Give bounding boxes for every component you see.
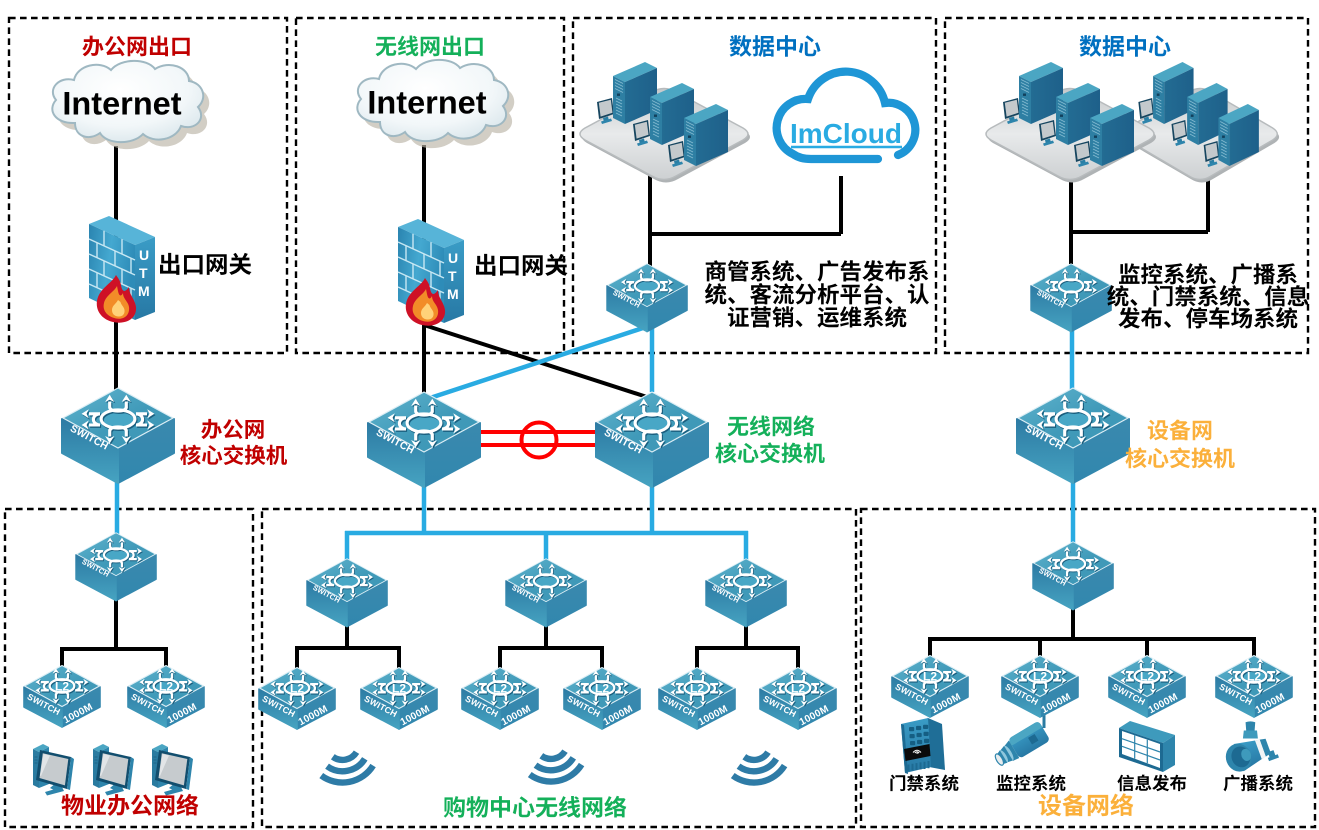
- svg-text:ImCloud: ImCloud: [790, 118, 902, 149]
